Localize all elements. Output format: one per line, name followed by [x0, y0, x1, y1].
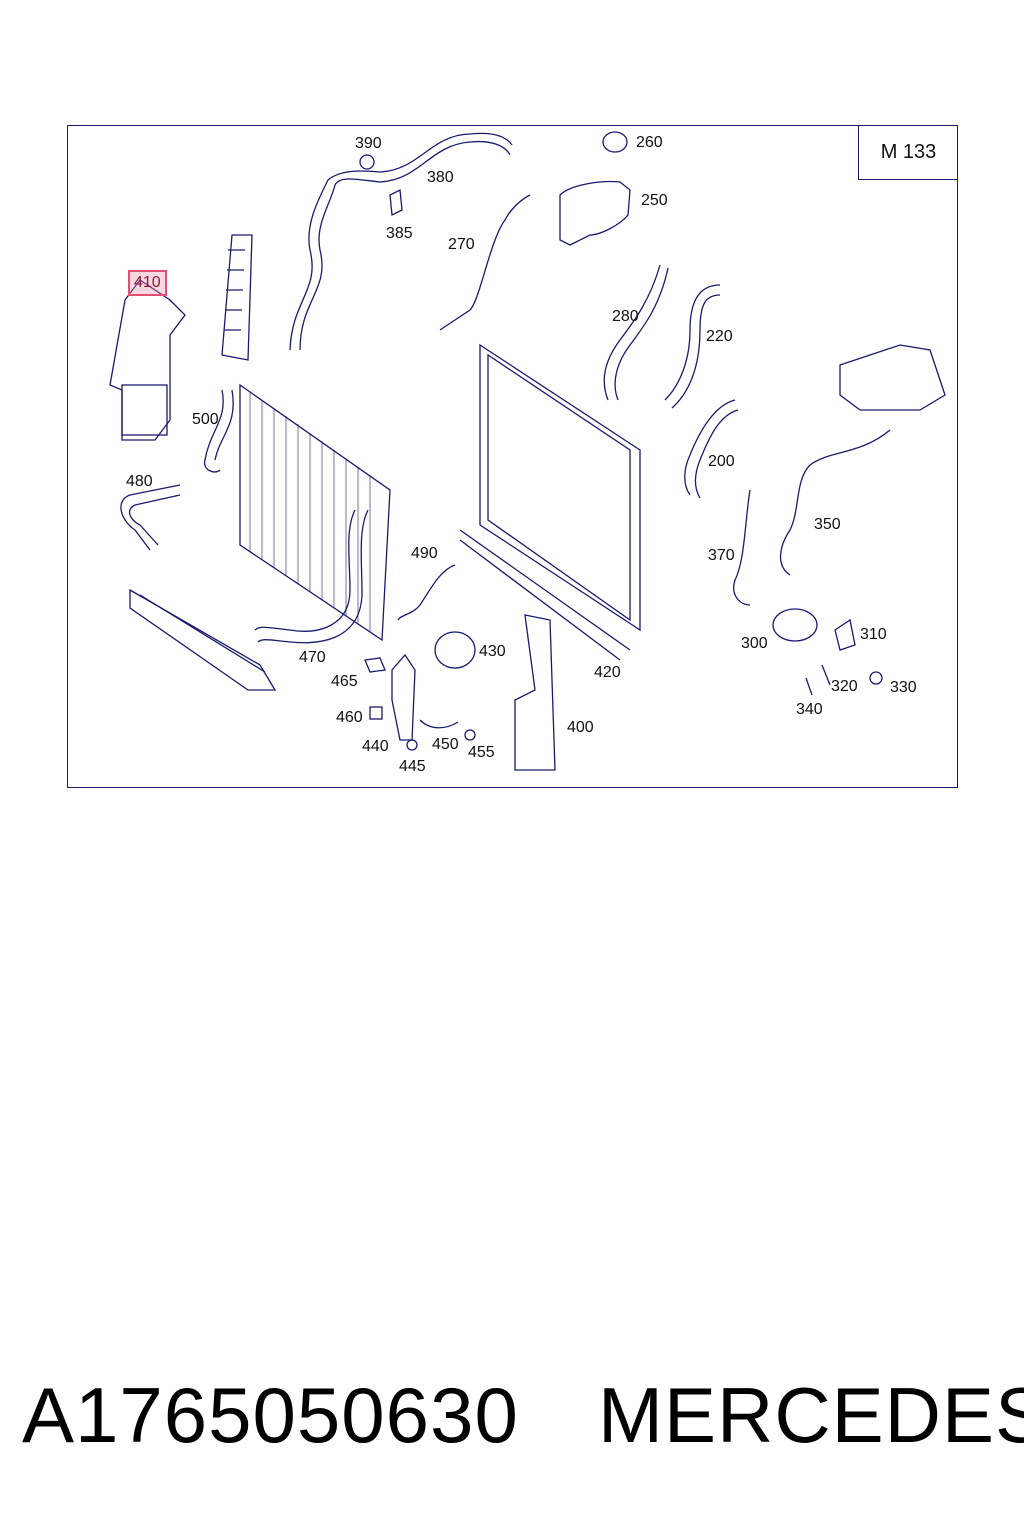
pump-430 [434, 631, 476, 669]
callout-390: 390 [355, 135, 382, 152]
callout-380: 380 [427, 169, 454, 186]
callout-420: 420 [594, 664, 621, 681]
bolt-455 [464, 729, 476, 741]
nut-460 [369, 706, 383, 720]
nut-465 [364, 657, 386, 673]
hose-380-outer [289, 132, 513, 351]
callout-220: 220 [706, 328, 733, 345]
hose-350 [779, 429, 891, 576]
callout-260: 260 [636, 134, 663, 151]
hose-480 [120, 484, 181, 551]
callout-440: 440 [362, 738, 389, 755]
expansion-tank-250 [559, 180, 631, 246]
callout-400: 400 [567, 719, 594, 736]
hose-490 [397, 564, 456, 621]
callout-470: 470 [299, 649, 326, 666]
hose-200 [684, 399, 736, 496]
callout-385: 385 [386, 225, 413, 242]
intercooler [129, 588, 277, 691]
callout-200: 200 [708, 453, 735, 470]
bolt-330 [869, 671, 883, 685]
callout-320: 320 [831, 678, 858, 695]
bracket-400 [514, 614, 556, 771]
callout-270: 270 [448, 236, 475, 253]
callout-310: 310 [860, 626, 887, 643]
callout-455: 455 [468, 744, 495, 761]
hose-370 [733, 489, 751, 606]
callout-280: 280 [612, 308, 639, 325]
deflector-410-box [121, 384, 168, 436]
thermostat-module [839, 344, 946, 411]
clip-390 [359, 154, 375, 170]
parts-drawing [109, 131, 946, 771]
bolt-445 [406, 739, 418, 751]
model-code-label: M 133 [858, 125, 958, 180]
hose-500 [203, 389, 224, 473]
callout-300: 300 [741, 635, 768, 652]
spring-320 [821, 664, 831, 686]
condenser-hatch [249, 392, 371, 632]
callout-340: 340 [796, 701, 823, 718]
line-270 [439, 194, 531, 331]
callout-465: 465 [331, 673, 358, 690]
hose-280 [603, 264, 661, 401]
clamp-450 [419, 719, 459, 729]
bracket-310 [834, 618, 856, 651]
callout-480: 480 [126, 473, 153, 490]
hose-220 [664, 284, 721, 401]
clip-385 [389, 188, 403, 217]
bolt-340 [805, 677, 813, 696]
radiator-420 [479, 343, 641, 632]
condenser [239, 383, 391, 642]
callout-430: 430 [479, 643, 506, 660]
deflector-410 [109, 279, 186, 441]
part-number: A1765050630 [22, 1371, 519, 1459]
callout-460: 460 [336, 709, 363, 726]
diagram-frame [67, 125, 958, 788]
brand-name: MERCEDES [598, 1371, 1024, 1459]
callout-450: 450 [432, 736, 459, 753]
hose-380 [299, 140, 511, 351]
callout-445: 445 [399, 758, 426, 775]
callout-370: 370 [708, 547, 735, 564]
callout-250: 250 [641, 192, 668, 209]
side-cooler [221, 234, 253, 361]
hose-470 [254, 509, 356, 632]
footer: A1765050630 MERCEDES [0, 1370, 1024, 1470]
callout-410-highlighted: 410 [128, 270, 167, 296]
callout-490: 490 [411, 545, 438, 562]
bracket-440 [391, 653, 416, 741]
callout-330: 330 [890, 679, 917, 696]
callout-350: 350 [814, 516, 841, 533]
pump-300 [772, 608, 818, 642]
callout-500: 500 [192, 411, 219, 428]
cap-260 [602, 131, 628, 153]
